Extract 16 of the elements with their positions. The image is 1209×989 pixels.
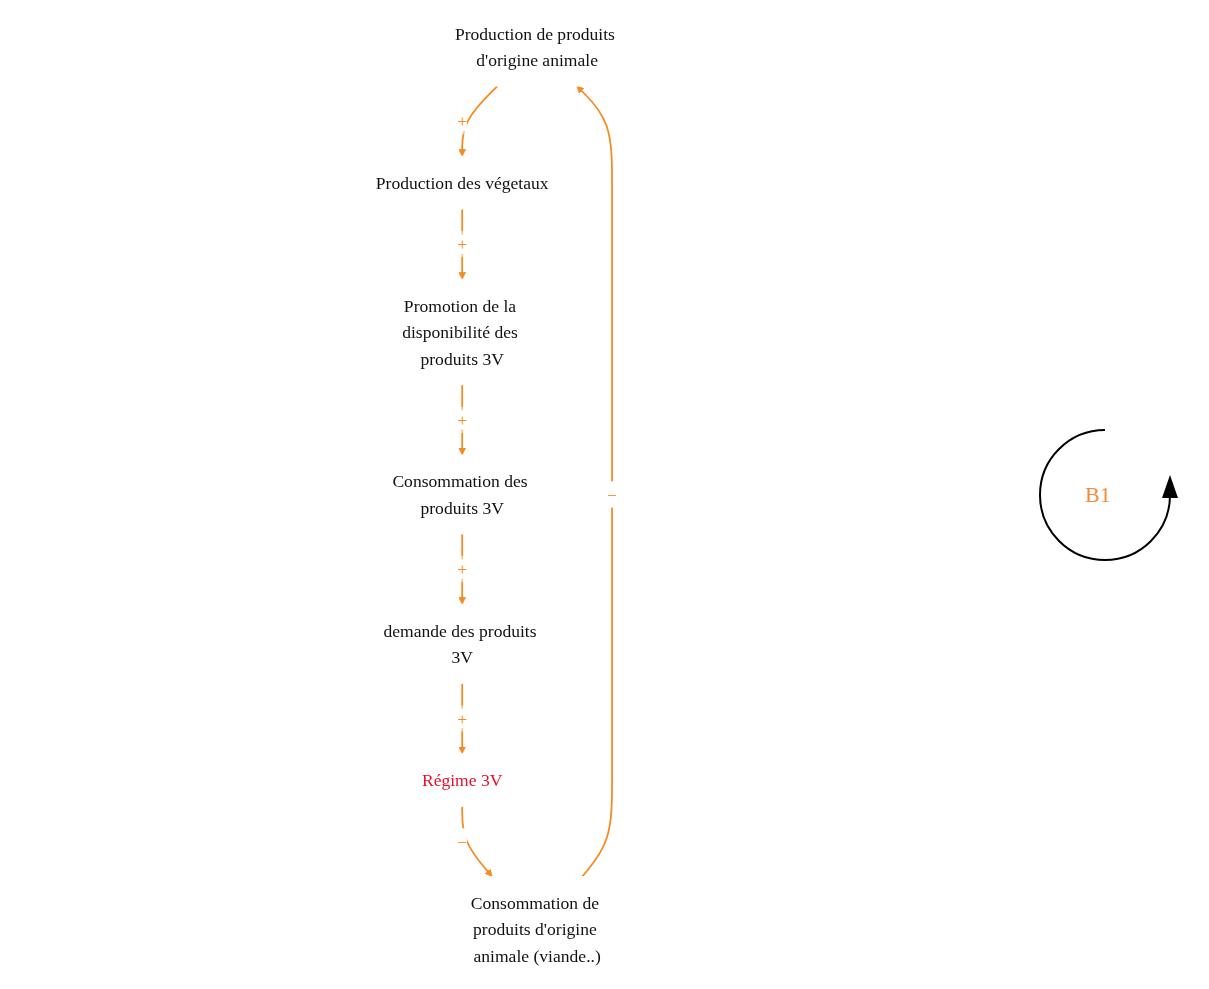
node-text: Régime 3V	[422, 770, 503, 790]
edge-label: +	[457, 708, 468, 729]
edge-label: −	[457, 831, 468, 852]
loop-label: B1	[1085, 482, 1111, 508]
node-text: Production de produits d'origine animale	[455, 23, 616, 70]
node-text: Production des végetaux	[376, 173, 549, 193]
node-text: Promotion de la disponibilité des produits 3V	[402, 296, 519, 369]
edge-label: +	[457, 111, 468, 131]
edge-label: −	[607, 484, 618, 505]
node-text: Consommation de produits d'origine animale (viande..)	[471, 893, 602, 966]
edge-label: +	[457, 410, 468, 430]
node-text: demande des produits 3V	[383, 620, 537, 667]
arrow	[576, 85, 614, 878]
edge-label: +	[457, 559, 468, 579]
edge-label: +	[457, 234, 468, 254]
node-text: Consommation des produits 3V	[392, 471, 528, 518]
